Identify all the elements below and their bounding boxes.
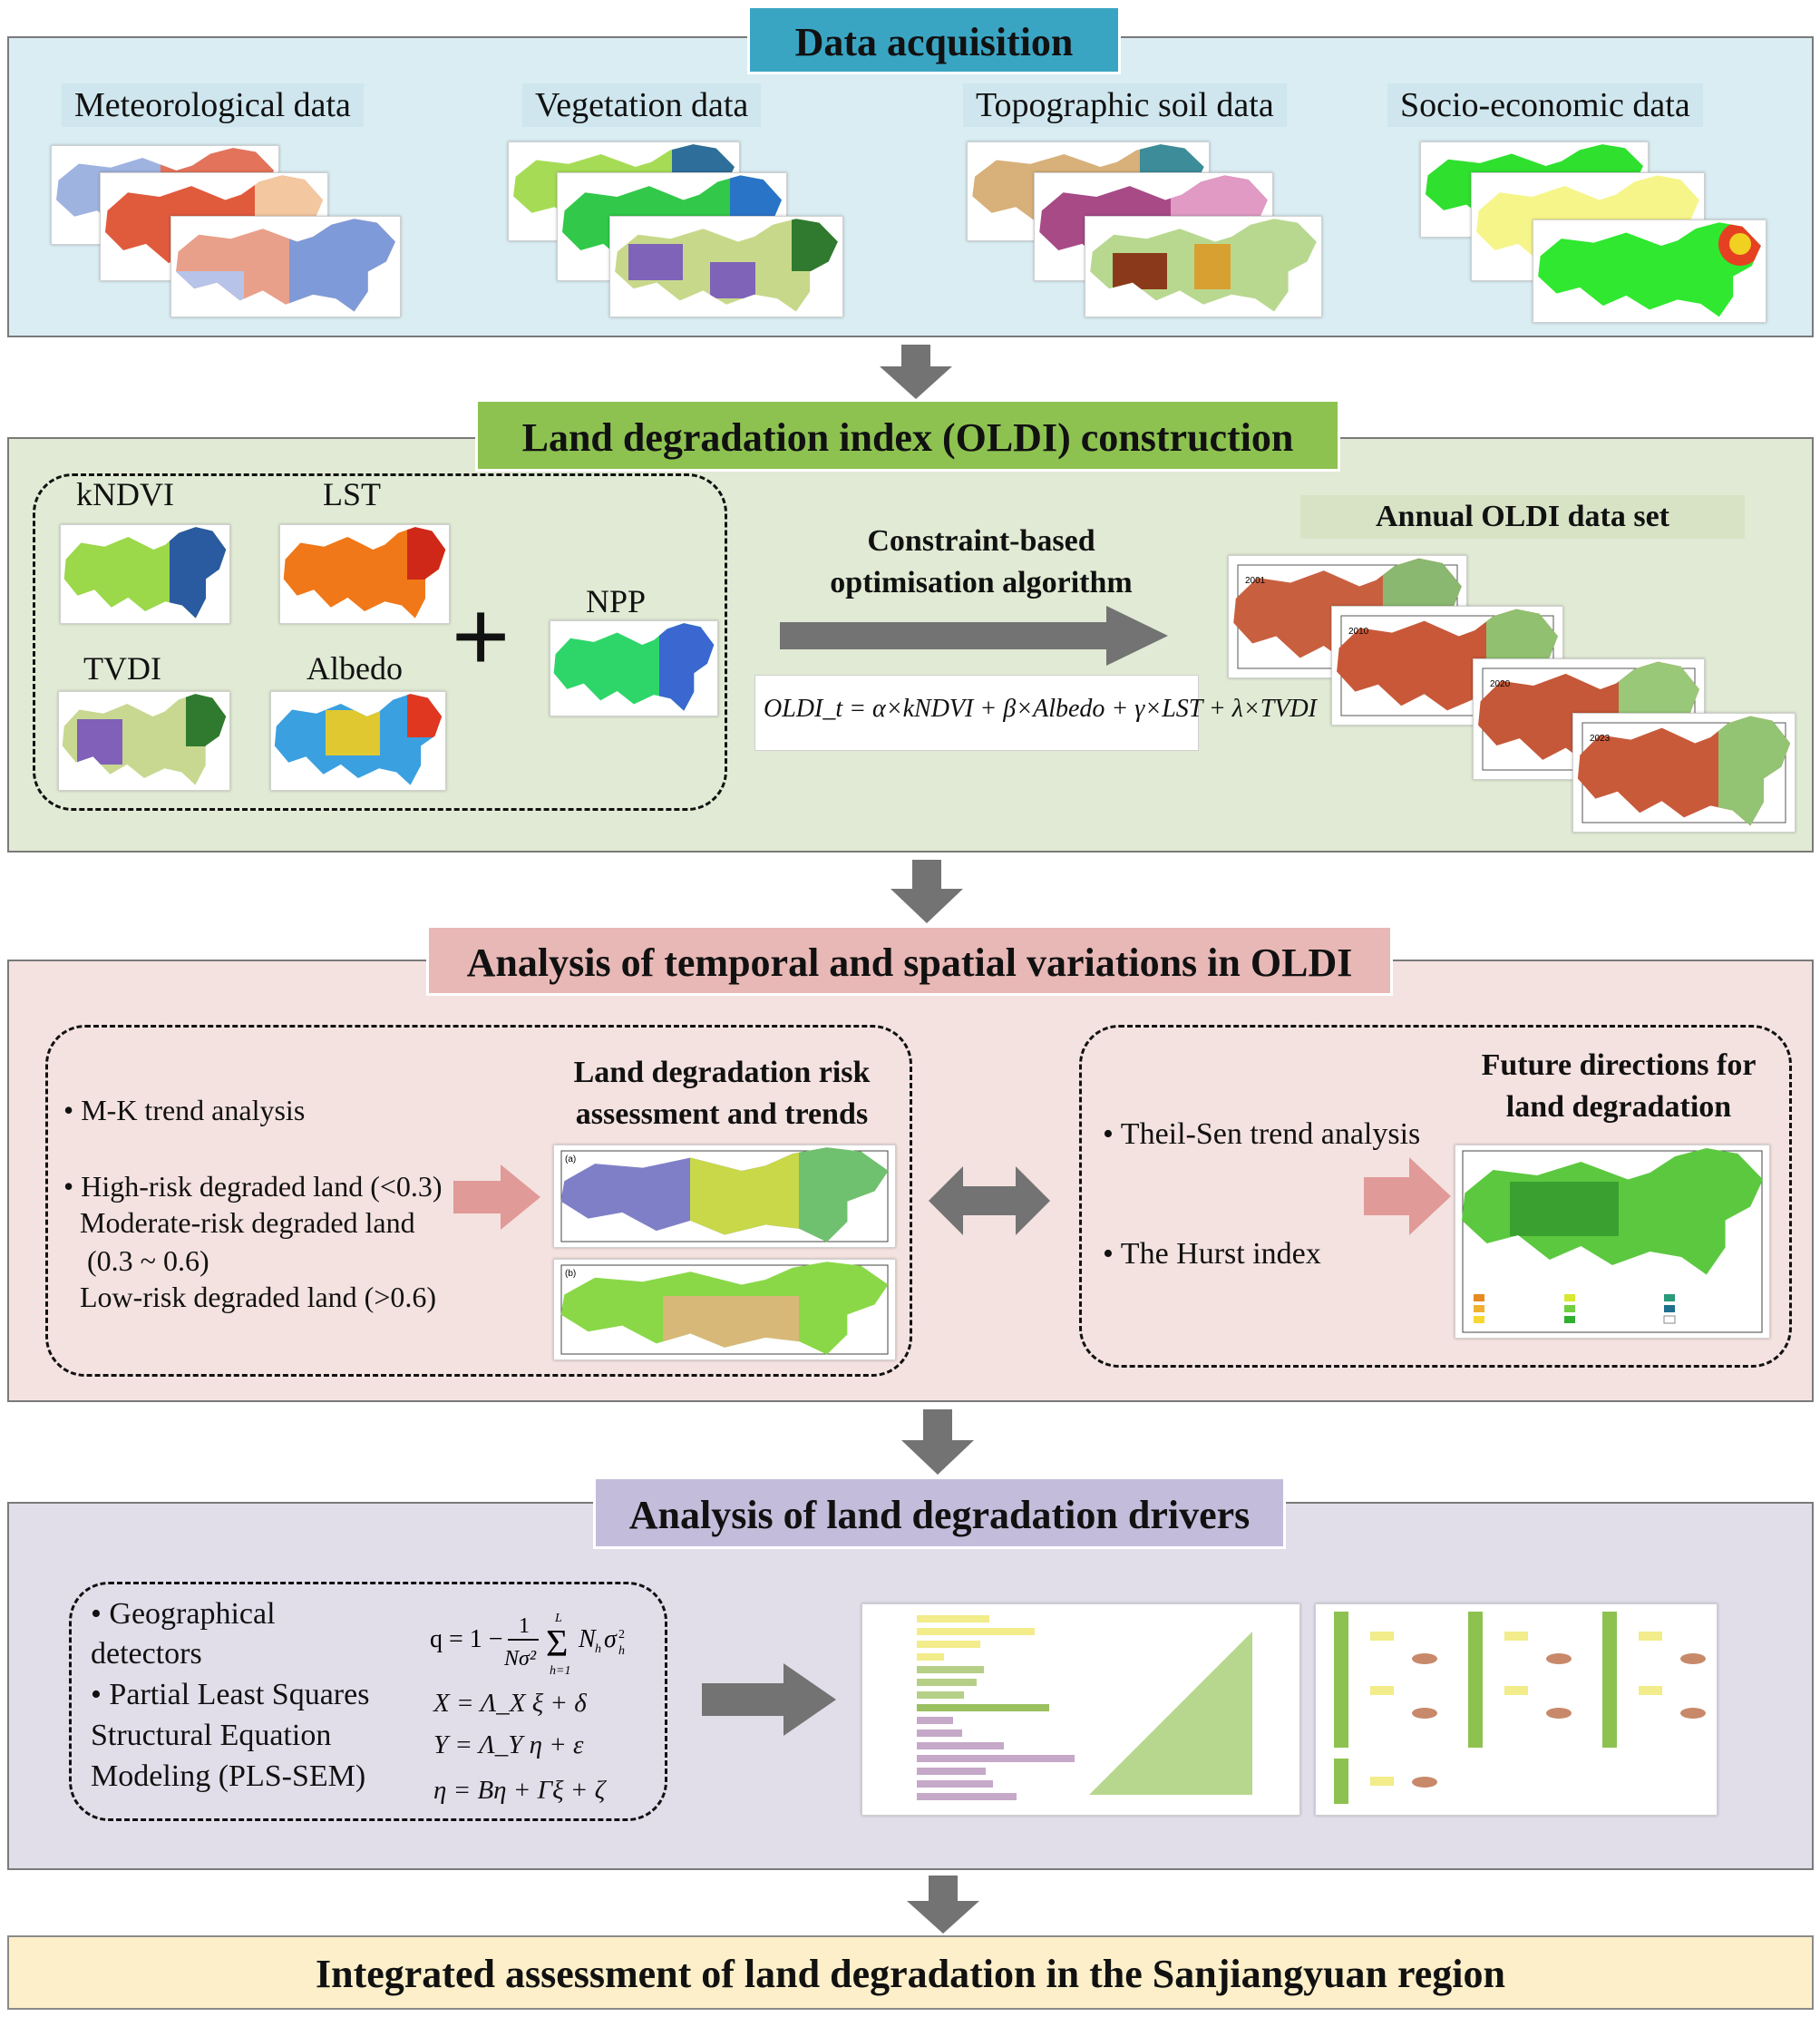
svg-text:Nσ²: Nσ² bbox=[503, 1647, 537, 1671]
hurst-bullet: • The Hurst index bbox=[1103, 1237, 1321, 1271]
algorithm-label: Constraint-based optimisation algorithm bbox=[830, 524, 1133, 599]
pink-arrow-right bbox=[1364, 1157, 1451, 1235]
svg-text:q = 1 −: q = 1 − bbox=[430, 1625, 503, 1653]
svg-text:σ: σ bbox=[604, 1625, 618, 1653]
panel-b-label: (b) bbox=[565, 1269, 576, 1279]
lst-map bbox=[279, 524, 450, 624]
vegetation-map-3 bbox=[609, 216, 843, 317]
svg-text:h: h bbox=[618, 1644, 625, 1658]
pls-sem-bullet: • Partial Least Squares Structural Equat… bbox=[91, 1678, 370, 1793]
pls-sem-diagrams bbox=[1315, 1603, 1718, 1816]
topographic-soil-data-label: Topographic soil data bbox=[963, 83, 1287, 127]
future-trend-map bbox=[1455, 1145, 1770, 1339]
svg-text:N: N bbox=[578, 1625, 597, 1653]
year-2010-text: 2010 bbox=[1348, 627, 1369, 637]
lst-label: LST bbox=[323, 476, 382, 512]
big-right-arrow bbox=[780, 606, 1168, 666]
final-assessment-title: Integrated assessment of land degradatio… bbox=[7, 1935, 1814, 2010]
measurement-formula-y: Y = Λ_Y η + ε bbox=[433, 1730, 584, 1759]
svg-text:Σ: Σ bbox=[546, 1623, 568, 1665]
year-2020-text: 2020 bbox=[1490, 679, 1511, 689]
year-2001-text: 2001 bbox=[1245, 576, 1266, 586]
socio-economic-map-3 bbox=[1533, 219, 1766, 323]
high-risk-bullet: • High-risk degraded land (<0.3) bbox=[63, 1170, 443, 1203]
temporal-spatial-title: Analysis of temporal and spatial variati… bbox=[426, 925, 1393, 996]
formula-box bbox=[754, 675, 1199, 751]
meteorological-data-label: Meteorological data bbox=[62, 83, 364, 127]
plus-sign: + bbox=[452, 580, 511, 692]
indices-group bbox=[33, 473, 727, 811]
topographic-map-3 bbox=[1085, 216, 1322, 317]
npp-map bbox=[550, 620, 718, 716]
oldi-formula: OLDI_t = α×kNDVI + β×Albedo + γ×LST + λ×… bbox=[764, 695, 1317, 723]
geodetector-chart bbox=[861, 1603, 1300, 1816]
meteorological-map-3 bbox=[170, 216, 401, 317]
annual-dataset-label: Annual OLDI data set bbox=[1300, 495, 1745, 539]
vegetation-data-label: Vegetation data bbox=[522, 83, 762, 127]
moderate-risk-text: Moderate-risk degraded land bbox=[80, 1206, 415, 1239]
svg-text:2: 2 bbox=[618, 1628, 625, 1642]
methods-group bbox=[69, 1582, 667, 1821]
albedo-label: Albedo bbox=[307, 650, 403, 687]
data-acquisition-title: Data acquisition bbox=[747, 5, 1121, 74]
geodetector-formula: q = 1 − 1 Nσ² Σ L h=1 N h σ 2 h bbox=[430, 1612, 625, 1678]
future-directions-title: Future directions for land degradation bbox=[1481, 1048, 1757, 1124]
pink-arrow-left bbox=[453, 1164, 540, 1230]
geo-detector-bullet: • Geographical detectors bbox=[91, 1597, 276, 1671]
svg-text:h: h bbox=[595, 1642, 601, 1656]
arrow-down-3 bbox=[901, 1409, 974, 1475]
theil-sen-bullet: • Theil-Sen trend analysis bbox=[1103, 1117, 1421, 1151]
moderate-risk-range: (0.3 ~ 0.6) bbox=[87, 1244, 209, 1277]
drivers-arrow bbox=[702, 1663, 836, 1736]
risk-map-a: (a) bbox=[553, 1145, 896, 1248]
structural-formula: η = Bη + Γξ + ζ bbox=[433, 1776, 606, 1805]
svg-text:1: 1 bbox=[519, 1614, 530, 1638]
tvdi-label: TVDI bbox=[83, 650, 161, 687]
mk-trend-bullet: • M-K trend analysis bbox=[63, 1094, 306, 1126]
year-2023-text: 2023 bbox=[1590, 734, 1611, 744]
svg-text:h=1: h=1 bbox=[550, 1664, 570, 1678]
npp-label: NPP bbox=[586, 583, 647, 619]
double-arrow bbox=[929, 1166, 1050, 1235]
oldi-construction-title: Land degradation index (OLDI) constructi… bbox=[475, 399, 1340, 472]
socio-economic-data-label: Socio-economic data bbox=[1387, 83, 1703, 127]
arrow-down-4 bbox=[907, 1876, 979, 1934]
measurement-formula-x: X = Λ_X ξ + δ bbox=[433, 1689, 587, 1718]
panel-a-label: (a) bbox=[565, 1155, 576, 1164]
risk-assessment-title: Land degradation risk assessment and tre… bbox=[573, 1056, 871, 1131]
oldi-map-2023: 2023 bbox=[1572, 713, 1796, 833]
albedo-map bbox=[270, 691, 446, 791]
arrow-down-2 bbox=[891, 860, 963, 923]
risk-group bbox=[45, 1025, 912, 1377]
arrow-down-1 bbox=[880, 345, 952, 399]
tvdi-map bbox=[58, 691, 230, 791]
theil-sen-wrap-fix bbox=[1101, 1114, 1346, 1115]
future-group bbox=[1079, 1025, 1792, 1368]
svg-text:L: L bbox=[554, 1612, 562, 1625]
kndvi-label: kNDVI bbox=[76, 476, 174, 512]
low-risk-text: Low-risk degraded land (>0.6) bbox=[80, 1281, 437, 1313]
kndvi-map bbox=[60, 524, 230, 624]
drivers-title: Analysis of land degradation drivers bbox=[593, 1476, 1286, 1549]
risk-map-b: (b) bbox=[553, 1259, 896, 1360]
